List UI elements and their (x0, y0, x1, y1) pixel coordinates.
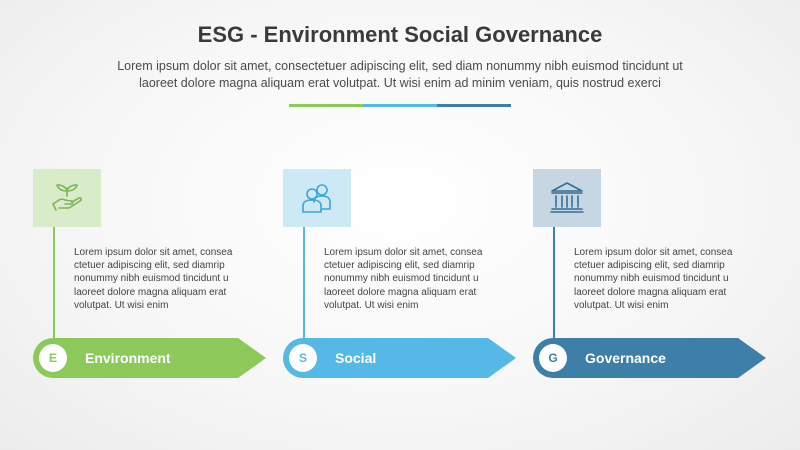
divider-segment-environment (289, 104, 363, 107)
description-line: ctetuer adipiscing elit, sed diamrip (74, 260, 225, 272)
pillar-banner: E Environment (33, 338, 266, 378)
pillar-banner: G Governance (533, 338, 766, 378)
pillar-social: Lorem ipsum dolor sit amet, consea ctetu… (283, 168, 523, 383)
icon-box (283, 169, 351, 227)
page-subtitle: Lorem ipsum dolor sit amet, consectetuer… (40, 58, 760, 92)
description-line: nonummy nibh euismod tincidunt u (74, 273, 229, 285)
description-line: laoreet dolore magna aliquam erat (324, 286, 477, 298)
connector-line (303, 227, 305, 341)
icon-box (533, 169, 601, 227)
icon-box (33, 169, 101, 227)
title-divider (289, 104, 511, 107)
description-line: laoreet dolore magna aliquam erat (574, 286, 727, 298)
description-line: volutpat. Ut wisi enim (74, 299, 169, 311)
pillar-label: Governance (585, 350, 666, 366)
page-title: ESG - Environment Social Governance (197, 22, 603, 47)
hand-plant-icon (52, 184, 82, 211)
description-line: volutpat. Ut wisi enim (574, 299, 669, 311)
description-line: Lorem ipsum dolor sit amet, consea (74, 247, 233, 258)
description-line: Lorem ipsum dolor sit amet, consea (574, 247, 733, 258)
divider-segment-governance (437, 104, 511, 107)
subtitle-line: Lorem ipsum dolor sit amet, consectetuer… (117, 59, 683, 73)
subtitle-line: laoreet dolore magna aliquam erat volutp… (139, 76, 661, 90)
description-line: laoreet dolore magna aliquam erat (74, 286, 227, 298)
letter-badge: E (39, 344, 67, 372)
pillar-label: Social (335, 350, 377, 366)
description-line: Lorem ipsum dolor sit amet, consea (324, 247, 483, 258)
description-line: nonummy nibh euismod tincidunt u (574, 273, 729, 285)
pillar-description: Lorem ipsum dolor sit amet, consea ctetu… (574, 246, 764, 312)
arrow-banner-shape (33, 338, 266, 378)
description-line: ctetuer adipiscing elit, sed diamrip (574, 260, 725, 272)
arrow-banner-shape (283, 338, 516, 378)
description-line: ctetuer adipiscing elit, sed diamrip (324, 260, 475, 272)
connector-line (553, 227, 555, 341)
pillar-label: Environment (85, 350, 171, 366)
pillar-banner: S Social (283, 338, 516, 378)
description-line: volutpat. Ut wisi enim (324, 299, 419, 311)
letter-badge: S (289, 344, 317, 372)
letter-badge: G (539, 344, 567, 372)
pillar-description: Lorem ipsum dolor sit amet, consea ctetu… (74, 246, 264, 312)
divider-segment-social (363, 104, 437, 107)
connector-line (53, 227, 55, 341)
description-line: nonummy nibh euismod tincidunt u (324, 273, 479, 285)
pillar-description: Lorem ipsum dolor sit amet, consea ctetu… (324, 246, 514, 312)
government-building-icon (550, 182, 584, 213)
arrow-banner-shape (533, 338, 766, 378)
people-icon (302, 184, 331, 213)
pillar-environment: Lorem ipsum dolor sit amet, consea ctetu… (33, 168, 273, 383)
pillar-governance: Lorem ipsum dolor sit amet, consea ctetu… (533, 168, 773, 383)
